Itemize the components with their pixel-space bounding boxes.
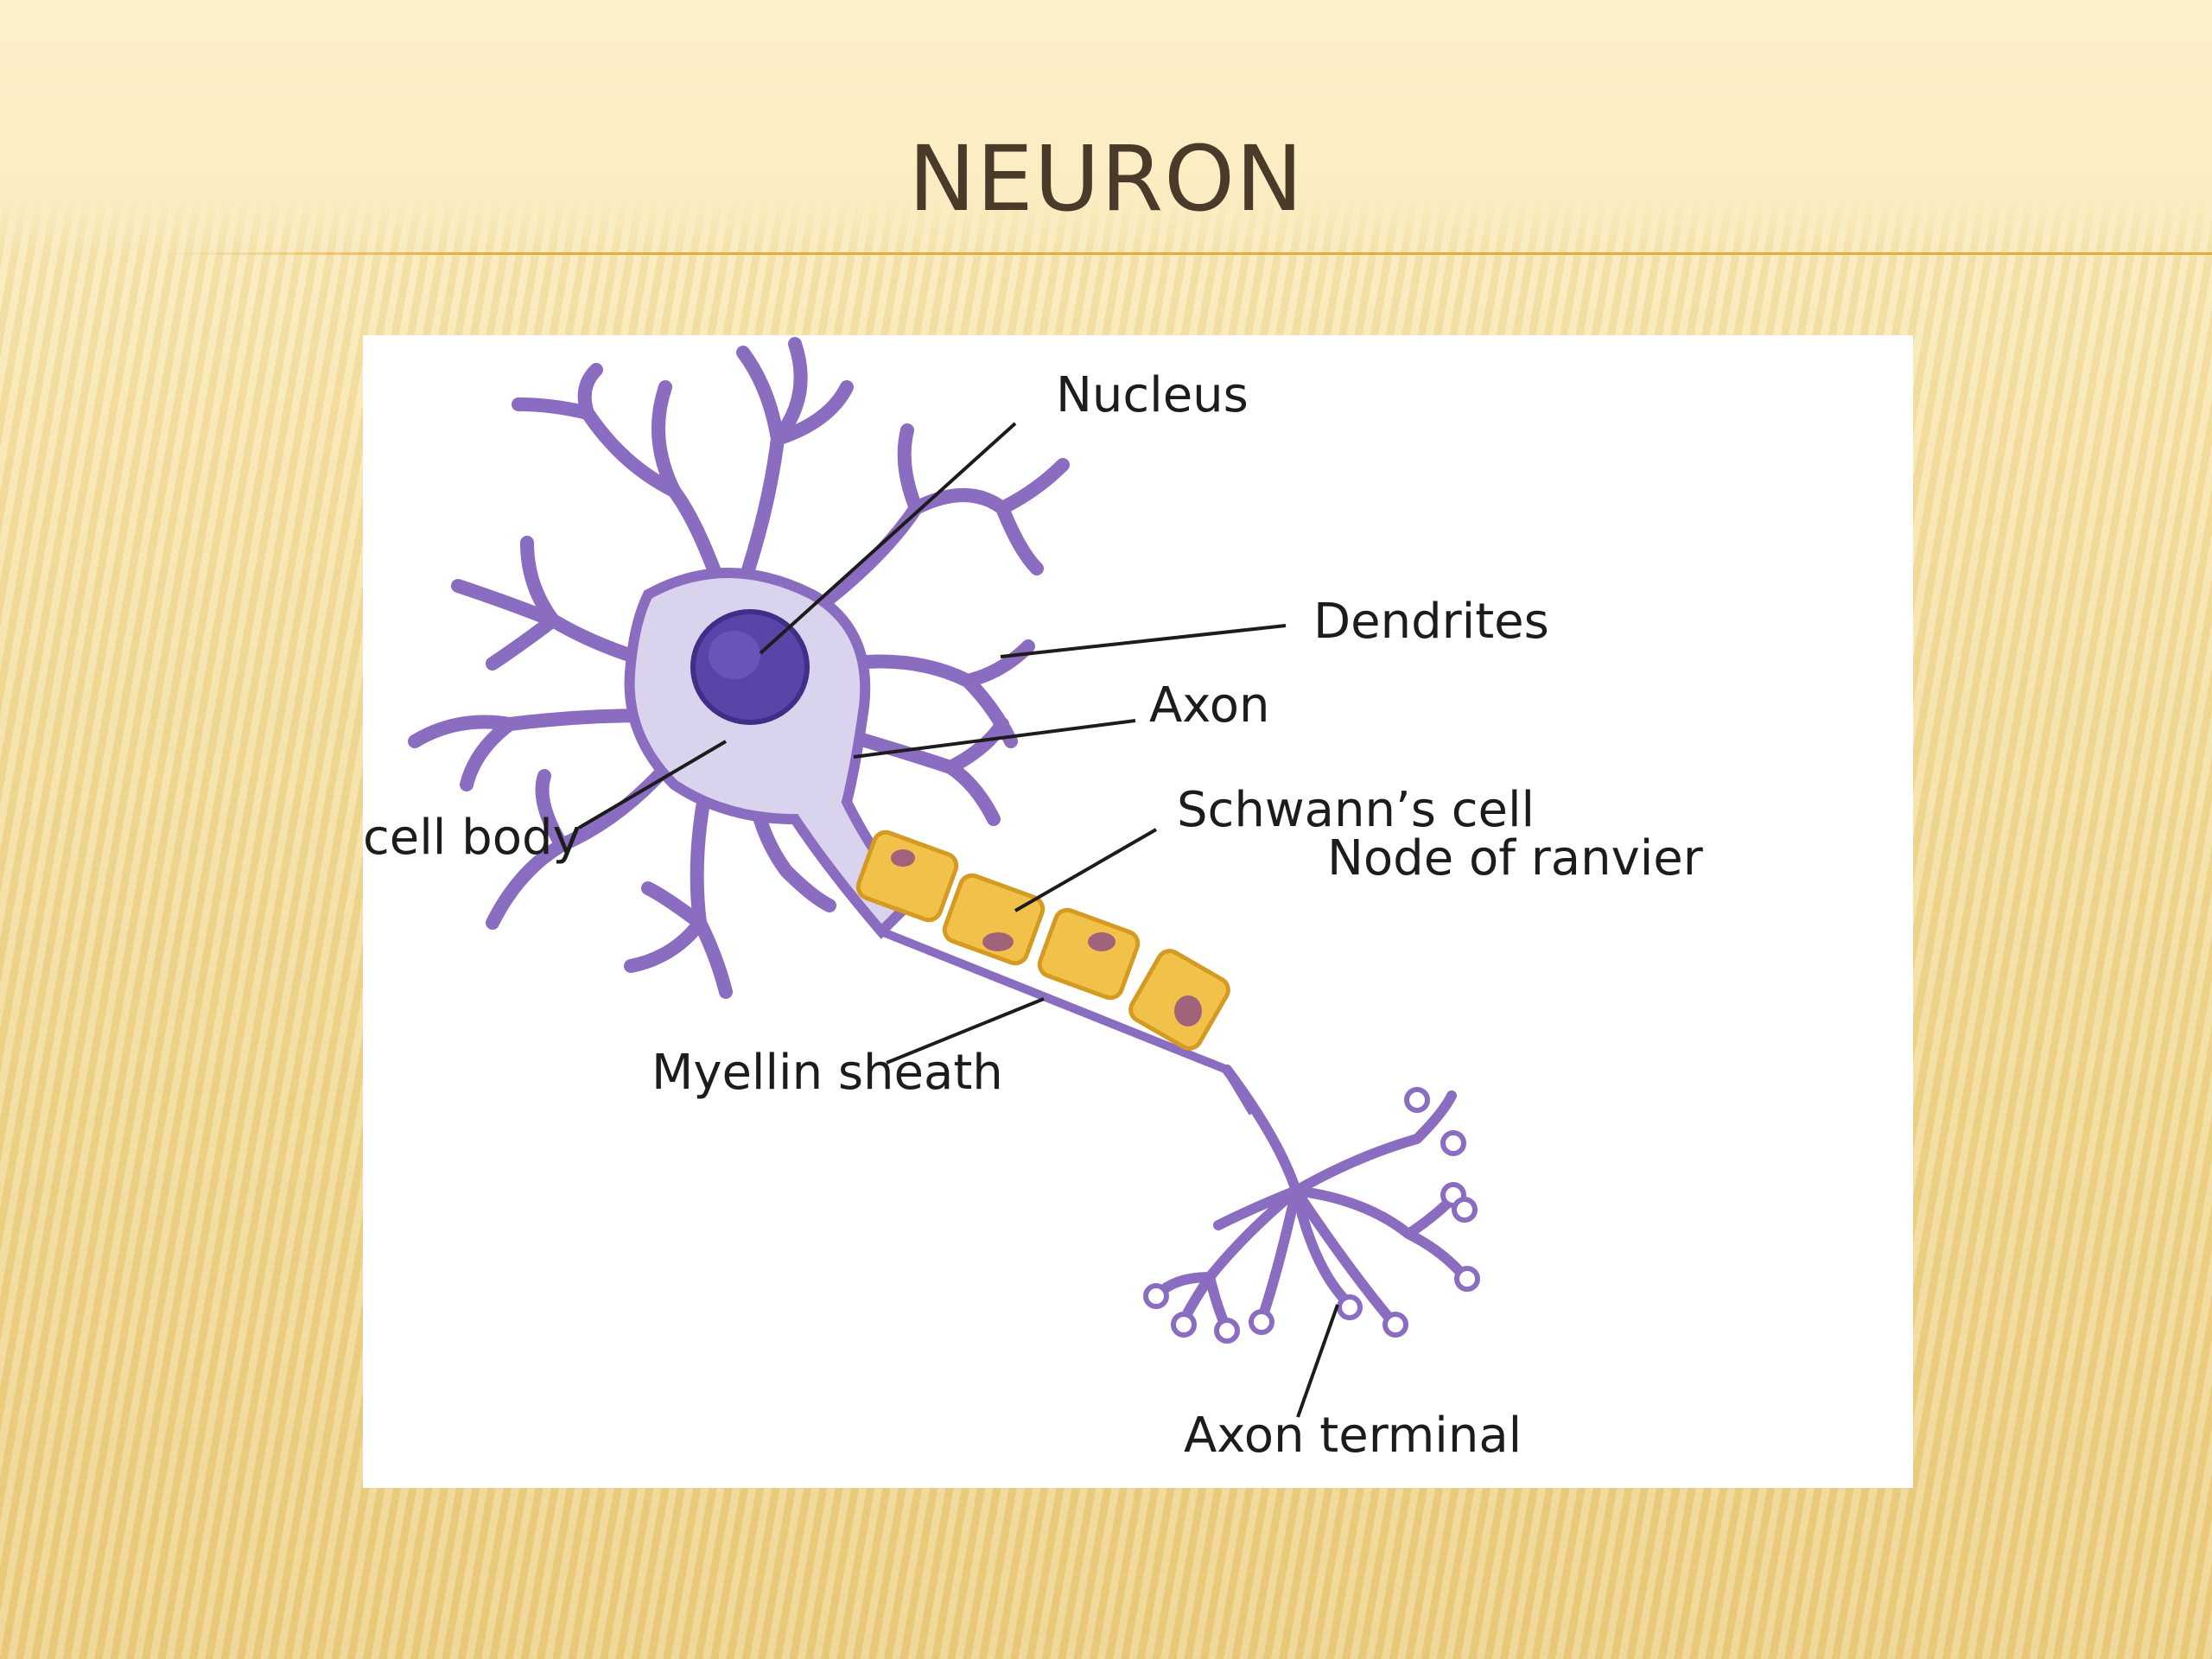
label-schwann-cell: Schwann’s cell — [1177, 782, 1535, 838]
label-myelin-sheath: Myellin sheath — [652, 1045, 1003, 1101]
title-band — [0, 0, 2212, 259]
neuron-illustration: Nucleus Dendrites Axon Schwann’s cell No… — [363, 337, 1704, 1464]
axon-terminal-knobs — [1143, 1087, 1480, 1344]
label-dendrites: Dendrites — [1313, 594, 1549, 650]
leader-lines — [577, 422, 1339, 1418]
myelin-sheath — [855, 830, 1230, 1051]
label-nucleus: Nucleus — [1056, 367, 1249, 423]
label-cell-body: cell body — [363, 810, 582, 866]
label-axon: Axon — [1149, 677, 1269, 734]
schwann-cell-nuclei — [891, 849, 1202, 1027]
slide-title: Neuron — [908, 126, 1304, 232]
title-divider — [164, 252, 2212, 255]
nucleus-highlight — [709, 631, 760, 679]
axon-terminal-branches — [1153, 1065, 1470, 1334]
neuron-diagram: Nucleus Dendrites Axon Schwann’s cell No… — [363, 335, 1913, 1488]
label-node-of-ranvier: Node of ranvier — [1327, 830, 1704, 887]
label-axon-terminal: Axon terminal — [1184, 1408, 1522, 1464]
